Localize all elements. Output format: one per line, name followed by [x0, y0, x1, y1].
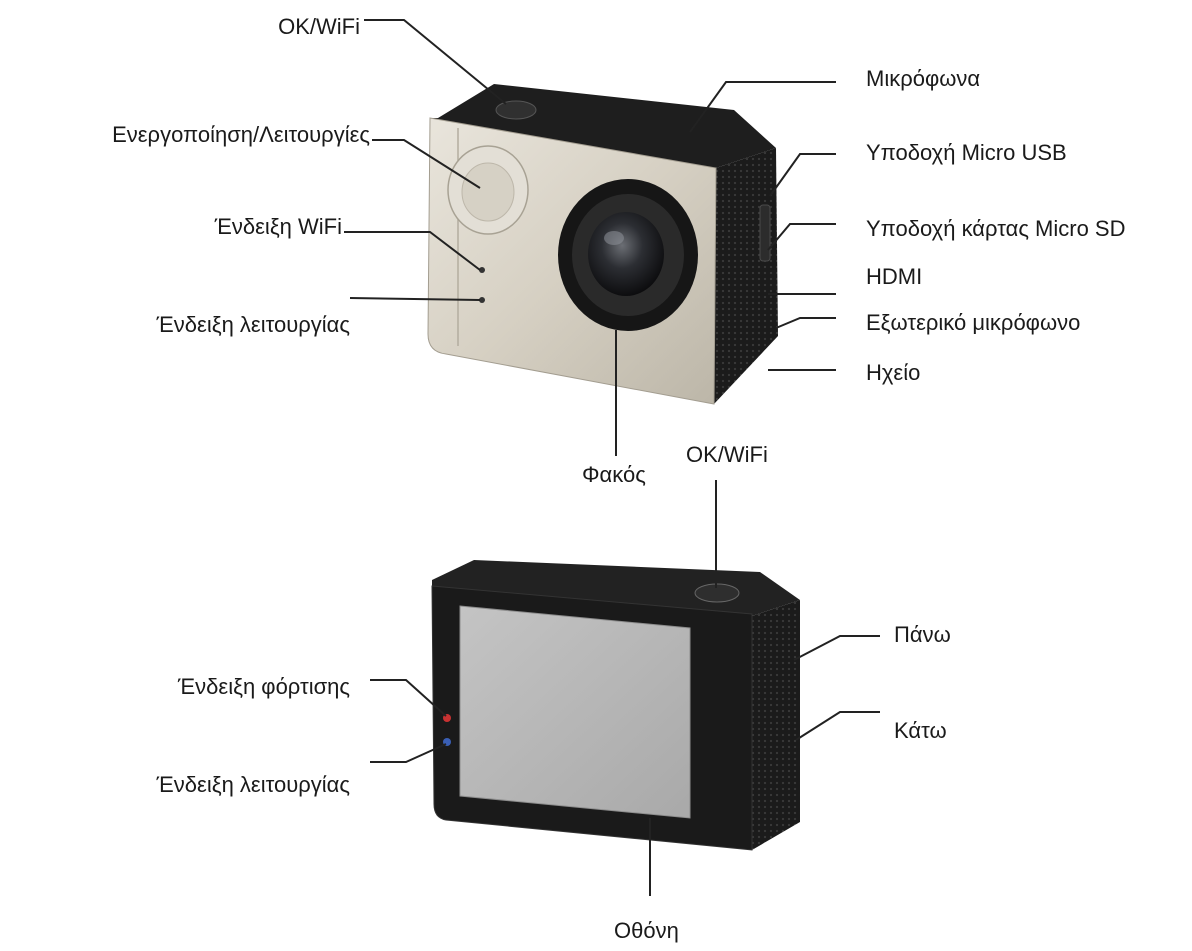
front-camera-side [714, 148, 778, 404]
label-down: Κάτω [894, 718, 947, 743]
label-screen: Οθόνη [614, 918, 679, 943]
label-power-modes: Ενεργοποίηση/Λειτουργίες [112, 122, 370, 147]
back-camera-top [432, 560, 800, 616]
leader-external-mic [775, 317, 836, 329]
label-lens: Φακός [582, 462, 646, 487]
label-ok-wifi-back: OK/WiFi [686, 442, 768, 467]
label-ok-wifi-top: OK/WiFi [278, 14, 360, 39]
label-hdmi: HDMI [866, 264, 923, 289]
leader-ok-wifi-top [364, 19, 507, 105]
leader-wifi-indicator [344, 231, 481, 271]
label-mode-indicator-back: Ένδειξη λειτουργίας [156, 772, 350, 797]
lens-assembly [558, 179, 698, 331]
label-micro-usb-slot: Υποδοχή Micro USB [866, 140, 1067, 165]
label-up: Πάνω [894, 622, 951, 647]
label-mode-indicator-front: Ένδειξη λειτουργίας [156, 312, 350, 337]
back-camera-side [752, 600, 800, 850]
top-ok-button [495, 100, 537, 120]
mode-led-front [479, 297, 485, 303]
leader-down [795, 711, 880, 741]
label-charging-indicator: Ένδειξη φόρτισης [177, 674, 350, 699]
label-speaker: Ηχείο [866, 360, 921, 385]
leader-microphones [689, 81, 836, 133]
leader-power-modes [372, 139, 481, 189]
label-microphones: Μικρόφωνα [866, 66, 981, 91]
wifi-led [479, 267, 485, 273]
leader-up [793, 635, 880, 661]
label-micro-sd-slot: Υποδοχή κάρτας Micro SD [866, 216, 1126, 241]
side-port [759, 204, 771, 262]
leader-micro-usb [769, 153, 836, 197]
power-button-inner [461, 162, 515, 222]
label-wifi-indicator: Ένδειξη WiFi [214, 214, 342, 239]
leader-lines [344, 19, 880, 896]
leader-mode-indicator-back [370, 743, 447, 763]
label-external-microphone: Εξωτερικό μικρόφωνο [866, 310, 1081, 335]
lcd-screen [459, 605, 691, 819]
leader-micro-sd [767, 223, 836, 251]
leader-mode-indicator-front [349, 297, 481, 301]
front-camera [427, 84, 778, 405]
leader-charging [370, 679, 447, 717]
back-camera [431, 560, 800, 851]
